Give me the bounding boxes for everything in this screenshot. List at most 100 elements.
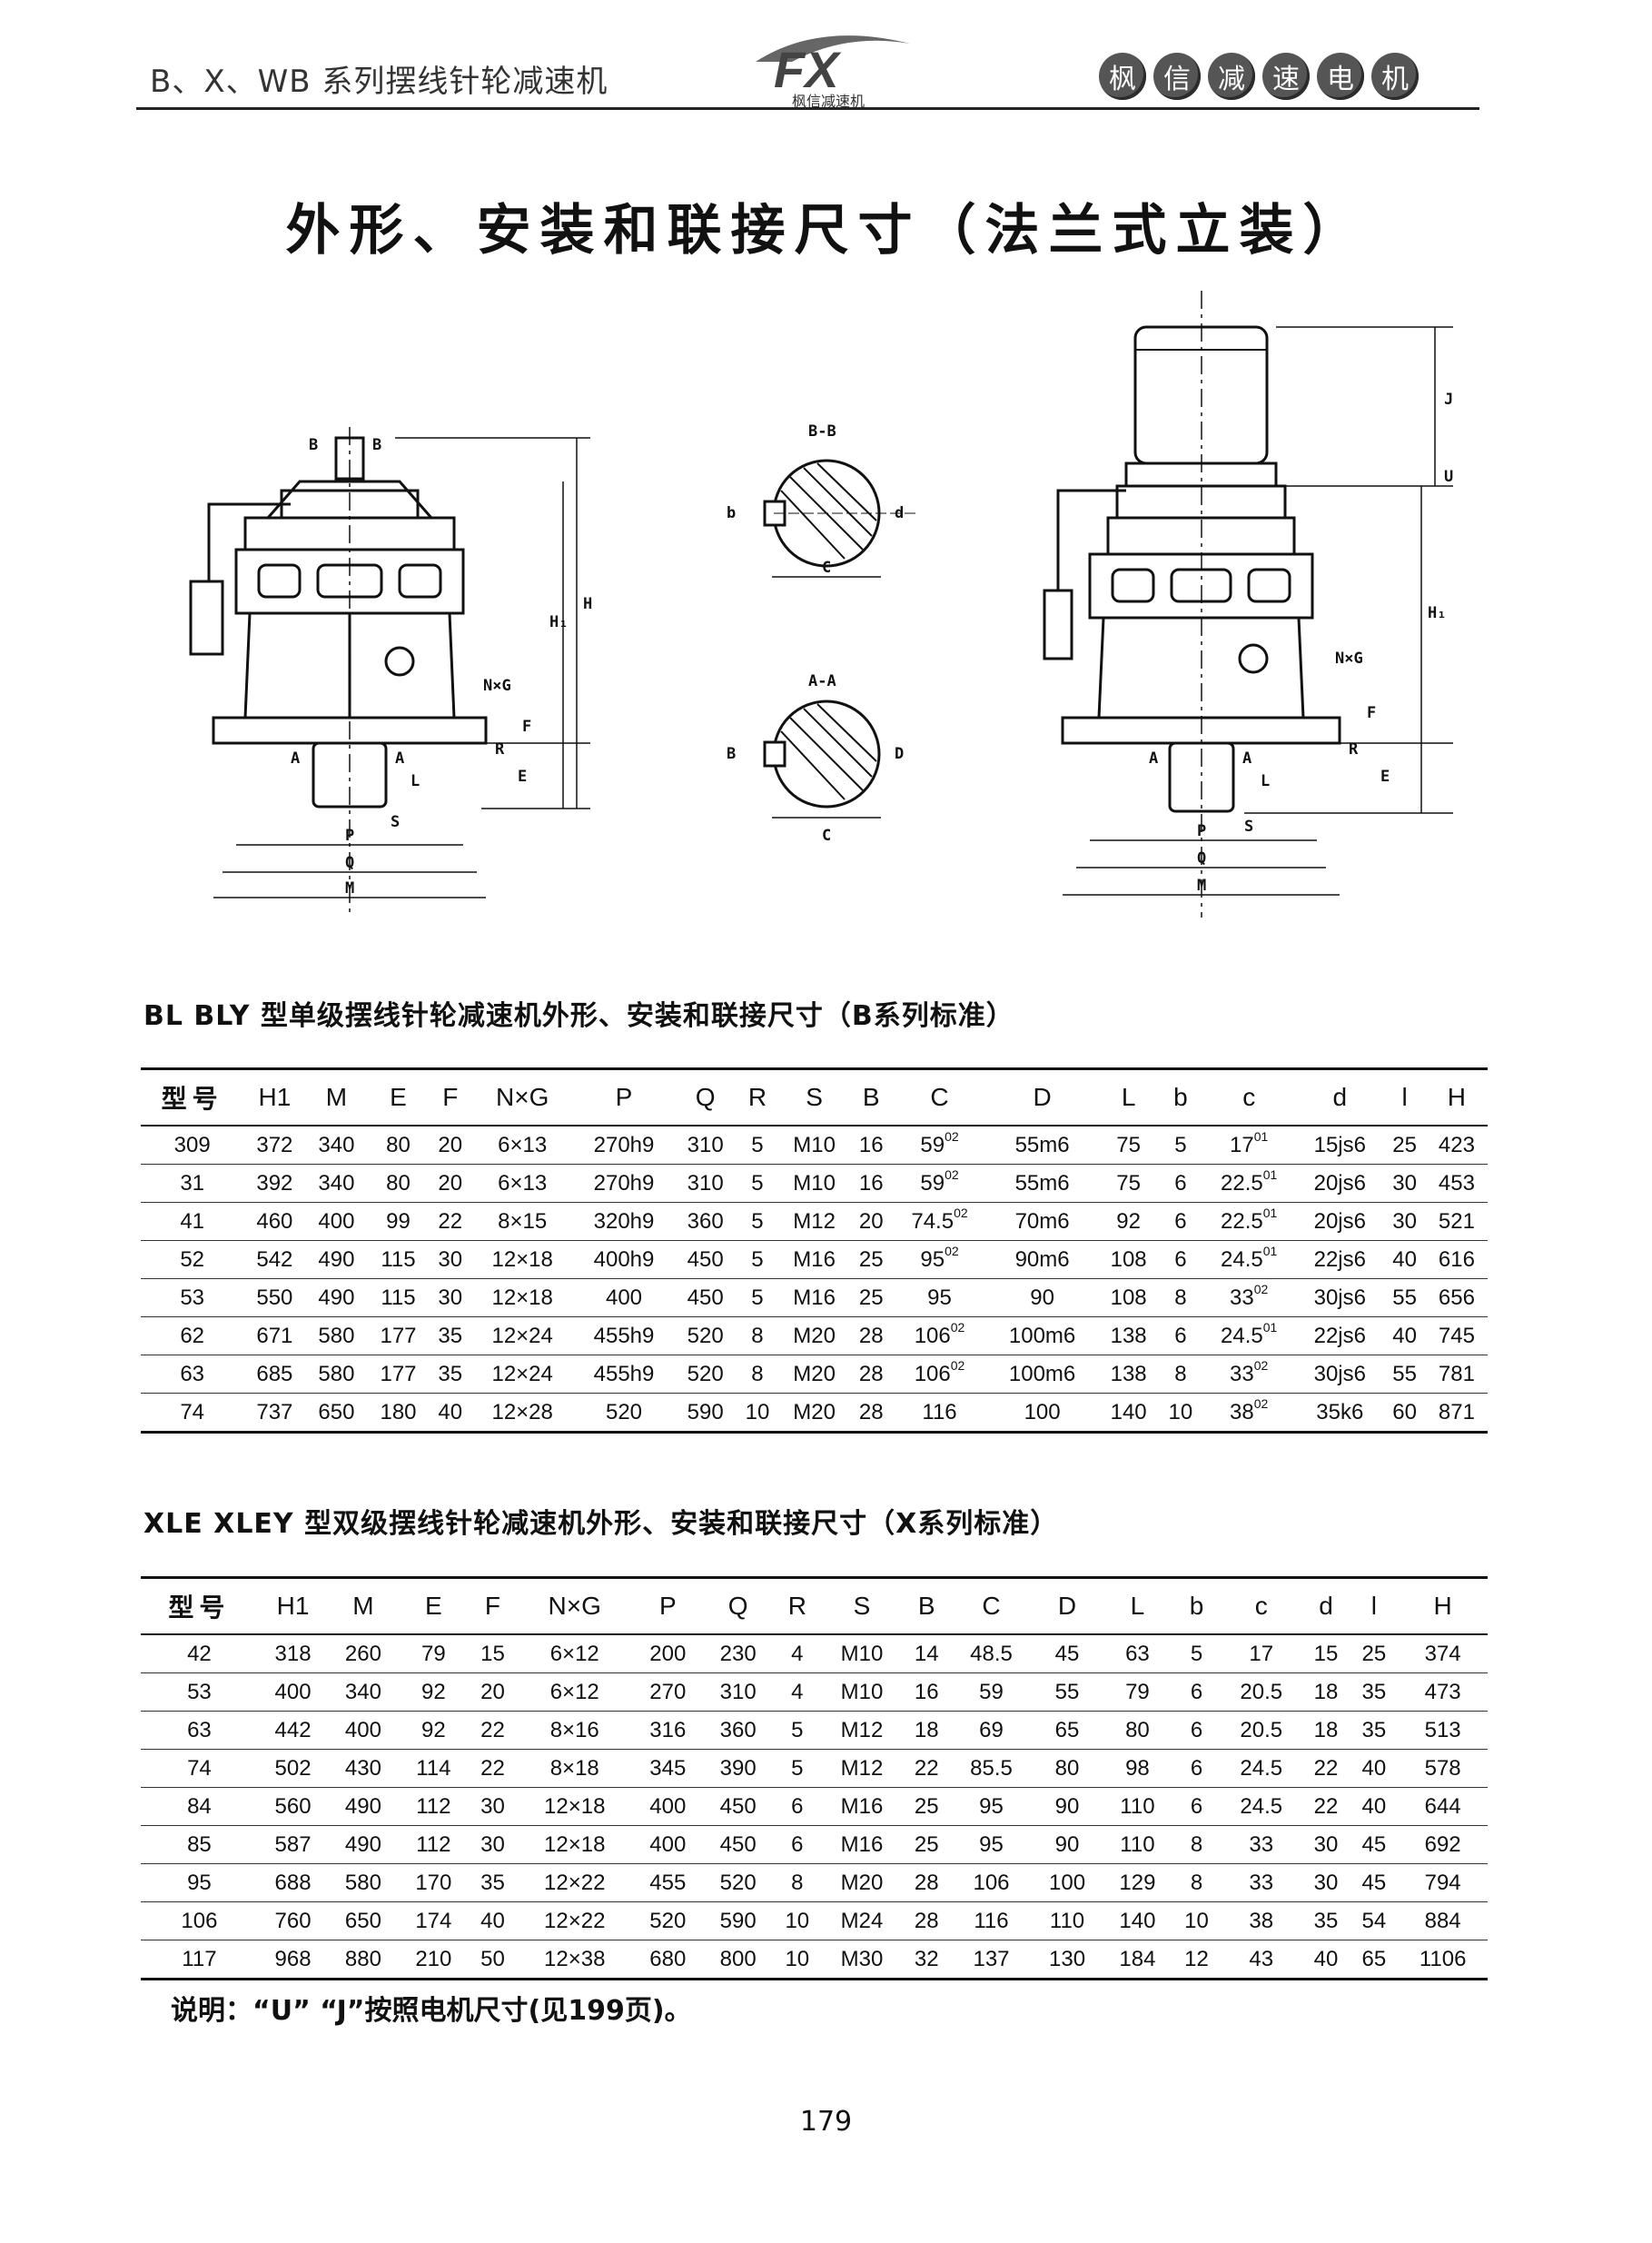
column-header: 型号 [141, 1576, 258, 1635]
table-cell: 968 [257, 1940, 329, 1980]
table-cell: 80 [1102, 1711, 1173, 1750]
table-cell: 35 [429, 1355, 471, 1394]
table-cell: 737 [243, 1393, 306, 1434]
table-cell: 35 [469, 1863, 517, 1902]
table-cell: 62 [141, 1316, 244, 1355]
table-cell: 25 [1350, 1634, 1399, 1673]
table-cell: 65 [1032, 1711, 1103, 1750]
table-cell: 616 [1425, 1240, 1488, 1279]
table-cell: 35 [1350, 1672, 1399, 1712]
table-cell: 270 [632, 1672, 703, 1712]
table-cell: 106 [950, 1863, 1033, 1902]
table-cell: 30 [1301, 1863, 1350, 1902]
table-cell: 177 [367, 1316, 430, 1355]
column-header: M [305, 1067, 368, 1126]
table-cell: 28 [902, 1901, 951, 1940]
table-cell: 400h9 [573, 1240, 675, 1279]
dim-label: F [1367, 704, 1376, 722]
table-cell: 5 [773, 1711, 822, 1750]
table-cell: 90 [1032, 1787, 1103, 1826]
table-cell: 69 [950, 1711, 1033, 1750]
table-cell: 340 [305, 1164, 368, 1203]
table-cell: 24.501 [1202, 1240, 1297, 1279]
left-reducer-drawing: B B H H₁ N×G F R E A A L S P Q M [189, 427, 592, 918]
dim-label: H [583, 595, 592, 613]
section-label: d [895, 504, 904, 522]
column-header: C [950, 1576, 1033, 1635]
table2-caption: XLE XLEY 型双级摆线针轮减速机外形、安装和联接尺寸（X系列标准） [143, 1508, 1059, 1540]
dim-label: B [309, 436, 318, 454]
dim-label: F [522, 718, 531, 736]
section-label: A-A [808, 672, 836, 690]
table-cell: 20 [429, 1164, 471, 1203]
table-cell: 108 [1097, 1278, 1160, 1317]
table-cell: 400 [305, 1202, 368, 1241]
table-cell: 794 [1398, 1863, 1488, 1902]
table-cell: 490 [305, 1240, 368, 1279]
table-cell: 138 [1097, 1355, 1160, 1394]
table-cell: 110 [1102, 1787, 1173, 1826]
table-cell: 430 [328, 1749, 399, 1788]
column-header: H [1398, 1576, 1488, 1635]
table-cell: 18 [902, 1711, 951, 1750]
column-header: P [573, 1067, 675, 1126]
table-cell: 184 [1102, 1940, 1173, 1980]
table-cell: 580 [305, 1355, 368, 1394]
table-cell: 270h9 [573, 1126, 675, 1165]
column-header: R [773, 1576, 822, 1635]
table-cell: 15 [469, 1634, 517, 1673]
table-cell: 108 [1097, 1240, 1160, 1279]
table-cell: 74.502 [892, 1202, 987, 1241]
table-cell: 450 [703, 1787, 774, 1826]
table-cell: M30 [821, 1940, 903, 1980]
column-header: Q [674, 1067, 737, 1126]
column-header: Q [703, 1576, 774, 1635]
table-cell: 17 [1220, 1634, 1302, 1673]
table-cell: 25 [850, 1278, 893, 1317]
table-cell: 12×18 [471, 1278, 574, 1317]
table-cell: 644 [1398, 1787, 1488, 1826]
table-cell: 560 [257, 1787, 329, 1826]
table-cell: 450 [674, 1240, 737, 1279]
logo-subtitle: 枫信减速机 [791, 93, 865, 110]
table-cell: 5 [1172, 1634, 1221, 1673]
table-cell: 5902 [892, 1126, 987, 1165]
table-cell: 177 [367, 1355, 430, 1394]
column-header: l [1350, 1576, 1399, 1635]
table-cell: 521 [1425, 1202, 1488, 1241]
column-header: L [1102, 1576, 1173, 1635]
table-cell: 316 [632, 1711, 703, 1750]
table-cell: 48.5 [950, 1634, 1033, 1673]
table-cell: 90 [1032, 1825, 1103, 1864]
table-cell: 180 [367, 1393, 430, 1434]
table-cell: 24.5 [1220, 1787, 1302, 1826]
table-cell: 6×13 [471, 1126, 574, 1165]
table-cell: 310 [674, 1126, 737, 1165]
shaft-sections-drawing: B-B b d C A-A B D C [727, 422, 917, 845]
column-header: D [1032, 1576, 1103, 1635]
dim-label: J [1444, 391, 1453, 409]
table-cell: 6×12 [516, 1634, 633, 1673]
section-label: B-B [808, 422, 836, 441]
table-cell: 692 [1398, 1825, 1488, 1864]
dim-label: Q [1197, 849, 1206, 868]
table-cell: 20 [469, 1672, 517, 1712]
dim-label: E [1380, 768, 1390, 786]
table-cell: 174 [398, 1901, 470, 1940]
table-cell: 6 [1172, 1672, 1221, 1712]
table-cell: 3802 [1202, 1393, 1297, 1434]
table-cell: M20 [778, 1355, 850, 1394]
table-cell: M16 [821, 1787, 903, 1826]
dim-label: S [1244, 818, 1253, 836]
table-cell: 502 [257, 1749, 329, 1788]
table-cell: 400 [328, 1711, 399, 1750]
table-cell: 6 [1172, 1749, 1221, 1788]
table-cell: 100 [1032, 1863, 1103, 1902]
table-cell: 28 [902, 1863, 951, 1902]
table-cell: 310 [674, 1164, 737, 1203]
table-cell: 12×18 [516, 1787, 633, 1826]
table-cell: 114 [398, 1749, 470, 1788]
